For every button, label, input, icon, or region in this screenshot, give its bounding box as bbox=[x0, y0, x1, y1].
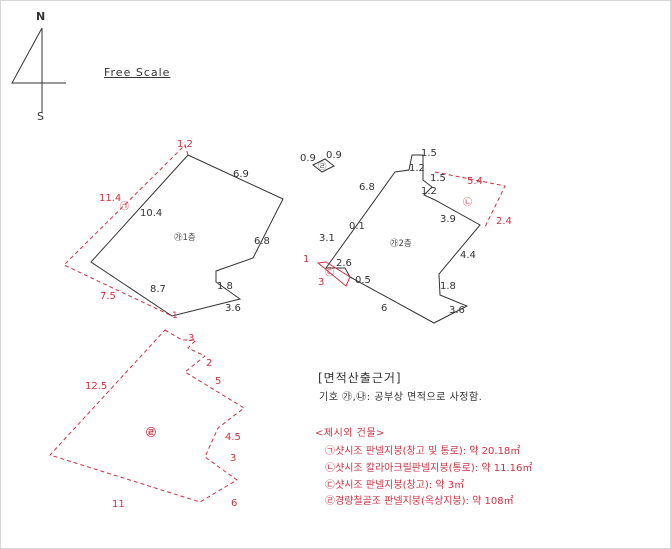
b3-dim-bottom: 11 bbox=[112, 499, 125, 510]
b3-dim-s3: 4.5 bbox=[225, 432, 241, 443]
building-2-annex-b bbox=[434, 171, 506, 228]
building-2-outline bbox=[325, 154, 481, 324]
b3-dim-s5: 6 bbox=[231, 498, 237, 509]
b2-dim-right2: 4.4 bbox=[460, 250, 476, 261]
building-2-small-box bbox=[312, 158, 335, 173]
b2-dim-step-v: 1.8 bbox=[440, 281, 456, 292]
building-1-outline bbox=[90, 154, 284, 317]
b2-dim-step-in2: 0.5 bbox=[355, 275, 371, 286]
b1-annex-left: 11.4 bbox=[99, 193, 121, 204]
basis-note: 기호 ㉮,㉯: 공부상 면적으로 사정함. bbox=[319, 392, 483, 403]
b2-small-box-h: 0.9 bbox=[326, 150, 342, 161]
section-title: [면적산출근거] bbox=[318, 371, 402, 385]
extra-item: ㉢샷시조 판넬지붕(창고): 약 3㎡ bbox=[325, 480, 465, 491]
b2-dim-top: 1.5 bbox=[421, 148, 437, 159]
b2-dim-left-inner: 0.1 bbox=[349, 221, 365, 232]
b1-annex-bottom: 7.5 bbox=[100, 291, 116, 302]
b2-annex-c-h: 3 bbox=[318, 277, 324, 288]
b2-annex-b-h: 2.4 bbox=[496, 216, 512, 227]
b2-annex-c-marker: ㉢ bbox=[325, 267, 334, 278]
scale-label: Free Scale bbox=[104, 66, 171, 79]
b1-dim-step-v: 1.8 bbox=[217, 281, 233, 292]
b2-floor-label: ㉮2층 bbox=[390, 239, 412, 249]
b3-dim-left: 12.5 bbox=[85, 381, 107, 392]
b1-dim-left: 10.4 bbox=[140, 208, 162, 219]
b1-dim-right: 6.8 bbox=[254, 236, 270, 247]
b2-small-box-marker: ㉣ bbox=[318, 162, 327, 172]
b2-dim-step-h: 3.6 bbox=[449, 305, 465, 316]
b2-annex-c-w: 1 bbox=[303, 254, 309, 265]
b3-marker: ㉣ bbox=[146, 426, 156, 439]
b2-dim-step-in: 2.6 bbox=[336, 258, 352, 269]
b1-annex-marker: ㉠ bbox=[120, 201, 129, 212]
compass-south: S bbox=[37, 110, 44, 123]
b1-dim-bottom: 8.7 bbox=[150, 284, 166, 295]
b2-dim-notch3: 1.2 bbox=[421, 186, 437, 197]
extra-buildings-heading: <제시외 건물> bbox=[315, 428, 385, 439]
b2-small-box-w: 0.9 bbox=[300, 153, 316, 164]
b3-dim-top: 3 bbox=[188, 333, 194, 344]
b2-dim-left-lower: 3.1 bbox=[319, 233, 335, 244]
b1-annex-corner: 1 bbox=[172, 311, 178, 321]
b1-dim-step-h: 3.6 bbox=[225, 303, 241, 314]
b1-dim-top: 6.9 bbox=[233, 169, 249, 180]
building-1-annex bbox=[63, 144, 189, 317]
extra-item: ㉡샷시조 칼라아크릴판넬지붕(통로): 약 11.16㎡ bbox=[325, 463, 533, 474]
b2-dim-bottom: 6 bbox=[381, 303, 387, 314]
b3-dim-s2: 5 bbox=[215, 376, 221, 387]
extra-item: ㉣경량철골조 판넬지붕(옥상지붕): 약 108㎡ bbox=[325, 496, 514, 507]
b1-annex-top: 1.2 bbox=[177, 139, 193, 150]
building-3-outline bbox=[49, 329, 245, 503]
b2-annex-b-marker: ㉡ bbox=[463, 197, 472, 208]
extra-item: ㉠샷시조 판넬지붕(창고 및 통로): 약 20.18㎡ bbox=[325, 446, 521, 457]
b2-dim-right: 3.9 bbox=[440, 214, 456, 225]
b1-floor-label: ㉮1층 bbox=[174, 233, 196, 243]
b2-dim-left-upper: 6.8 bbox=[359, 182, 375, 193]
b3-dim-s1: 2 bbox=[206, 358, 212, 369]
compass-icon bbox=[11, 27, 66, 112]
building-2-annex-c bbox=[316, 261, 351, 287]
compass-north: N bbox=[36, 10, 45, 23]
b2-dim-notch2: 1.5 bbox=[430, 173, 446, 184]
b3-dim-s4: 3 bbox=[230, 453, 236, 464]
b2-dim-notch1: 1.2 bbox=[409, 163, 425, 174]
b2-annex-b-w: 5.4 bbox=[467, 176, 483, 187]
